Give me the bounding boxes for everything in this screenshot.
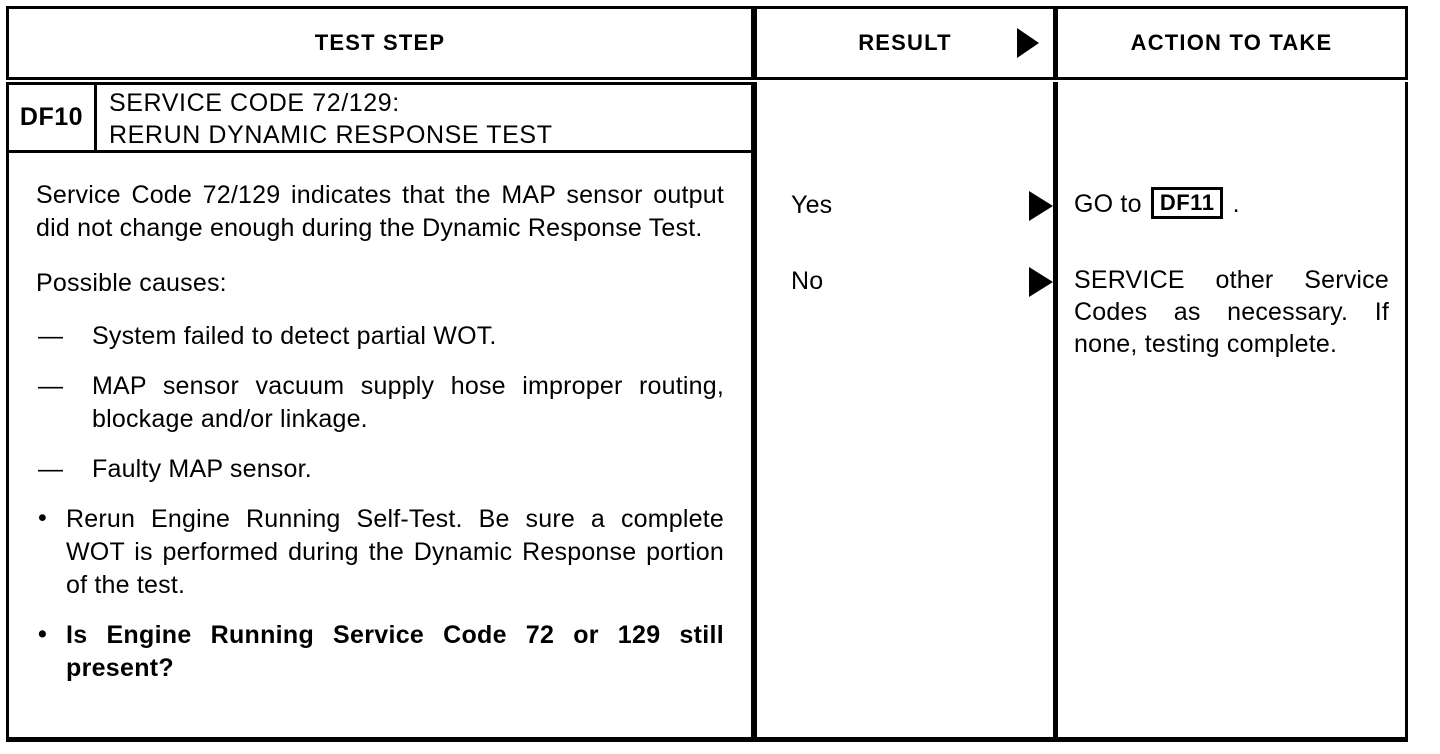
result-row-no[interactable]: No — [757, 264, 1053, 298]
bullet-marker-icon: • — [38, 504, 47, 532]
step-id-badge: DF10 — [9, 85, 97, 150]
test-step-content: Service Code 72/129 indicates that the M… — [6, 153, 754, 742]
list-item-label: Rerun Engine Running Self-Test. Be sure … — [66, 505, 724, 599]
right-triangle-icon — [1029, 191, 1053, 221]
list-item: — System failed to detect partial WOT. — [36, 320, 724, 353]
result-label: Yes — [791, 191, 833, 219]
list-item-label: MAP sensor vacuum supply hose improper r… — [92, 372, 724, 433]
column-test-step: DF10 SERVICE CODE 72/129: RERUN DYNAMIC … — [6, 82, 754, 742]
dash-marker-icon: — — [38, 322, 64, 350]
right-triangle-icon — [1017, 28, 1039, 58]
table-header-row: TEST STEP RESULT ACTION TO TAKE — [6, 6, 1408, 80]
result-row-yes[interactable]: Yes — [757, 188, 1053, 222]
header-label-test-step: TEST STEP — [314, 30, 446, 55]
header-cell-action-to-take: ACTION TO TAKE — [1055, 6, 1408, 80]
action-goto-df11: GO to DF11 . — [1074, 187, 1389, 220]
dash-marker-icon: — — [38, 372, 64, 400]
action-suffix-label: . — [1225, 190, 1240, 218]
list-item-question: • Is Engine Running Service Code 72 or 1… — [36, 619, 724, 685]
action-service-other-codes: SERVICE other Service Codes as necessary… — [1074, 266, 1389, 358]
table-body: DF10 SERVICE CODE 72/129: RERUN DYNAMIC … — [6, 82, 1408, 742]
list-item: • Rerun Engine Running Self-Test. Be sur… — [36, 503, 724, 602]
test-step-title-row: DF10 SERVICE CODE 72/129: RERUN DYNAMIC … — [6, 82, 754, 153]
bullet-marker-icon: • — [38, 620, 48, 648]
header-cell-result: RESULT — [754, 6, 1056, 80]
column-result: Yes No — [754, 82, 1056, 742]
action-prefix-label: GO to — [1074, 190, 1149, 218]
header-cell-test-step: TEST STEP — [6, 6, 754, 80]
right-triangle-icon — [1029, 267, 1053, 297]
dash-marker-icon: — — [38, 455, 64, 483]
result-label: No — [791, 267, 824, 295]
step-reference-badge[interactable]: DF11 — [1150, 187, 1224, 219]
paragraph-possible-causes-heading: Possible causes: — [36, 269, 227, 297]
list-item-label: Faulty MAP sensor. — [92, 455, 312, 483]
list-item-label: Is Engine Running Service Code 72 or 129… — [66, 621, 724, 682]
header-label-result: RESULT — [858, 30, 952, 55]
list-item-label: System failed to detect partial WOT. — [92, 322, 497, 350]
list-item: — Faulty MAP sensor. — [36, 453, 724, 486]
list-item: — MAP sensor vacuum supply hose improper… — [36, 370, 724, 436]
paragraph-description: Service Code 72/129 indicates that the M… — [36, 181, 724, 242]
column-action-to-take: GO to DF11 . SERVICE other Service Codes… — [1055, 82, 1408, 742]
header-label-action-to-take: ACTION TO TAKE — [1130, 30, 1333, 55]
test-step-title: SERVICE CODE 72/129: RERUN DYNAMIC RESPO… — [109, 89, 553, 149]
